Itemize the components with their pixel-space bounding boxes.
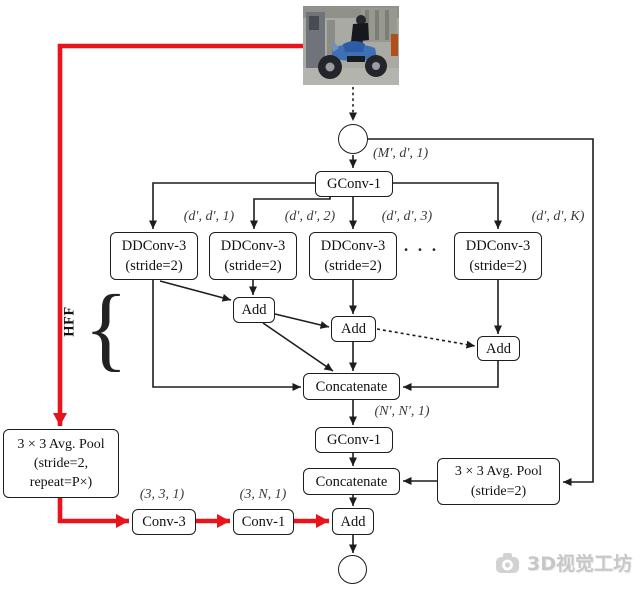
concat-top-label: Concatenate [315,378,388,395]
ddconv-box-4: DDConv-3 (stride=2) [454,232,542,280]
edge-label-branch1: (d′, d′, 1) [183,209,235,224]
edge-label-conv1-in: (3, N, 1) [239,487,287,502]
gconv-top-label: GConv-1 [327,176,381,192]
hff-brace: { [84,275,129,381]
ddconv-3-line2: (stride=2) [324,258,382,274]
add-box-2: Add [331,316,376,342]
watermark-logo-icon [496,552,519,573]
edge-label-branchK: (d′, d′, K) [531,209,585,224]
avgpool-right-line1: 3 × 3 Avg. Pool [454,464,543,480]
conv1-box: Conv-1 [233,509,294,535]
add-4-label: Add [340,513,366,530]
watermark-text: 3D视觉工坊 [527,553,632,575]
ddconv-2-line1: DDConv-3 [220,238,286,254]
ddconv-3-line1: DDConv-3 [320,238,386,254]
add-box-1: Add [233,297,275,323]
concatenate-bottom-box: Concatenate [303,468,400,495]
input-junction-circle [338,124,368,154]
conv3-box: Conv-3 [132,509,196,535]
ddconv-4-line1: DDConv-3 [465,238,531,254]
ddconv-1-line1: DDConv-3 [121,238,187,254]
ddconv-1-line2: (stride=2) [125,258,183,274]
branch-ellipsis: · · · [403,240,439,259]
gconv-top-box: GConv-1 [315,171,393,197]
avgpool-left-line2: (stride=2, [33,455,89,471]
add-box-4: Add [332,508,374,535]
avgpool-right-line2: (stride=2) [470,483,527,499]
edge-label-concat-out: (N′, N′, 1) [374,404,430,419]
concatenate-top-box: Concatenate [303,373,400,400]
input-photo [303,6,399,85]
gconv-mid-label: GConv-1 [327,432,381,448]
ddconv-4-line2: (stride=2) [469,258,527,274]
edge-label-branch3: (d′, d′, 3) [381,209,433,224]
output-circle [338,555,367,584]
concat-bottom-label: Concatenate [315,473,388,490]
watermark: 3D视觉工坊 [494,549,632,576]
avgpool-right-box: 3 × 3 Avg. Pool (stride=2) [437,458,560,505]
edge-label-branch2: (d′, d′, 2) [284,209,336,224]
hff-label: HFF [61,306,78,337]
conv1-label: Conv-1 [241,514,286,530]
add-1-label: Add [241,302,267,318]
edge-label-conv3-in: (3, 3, 1) [139,487,185,502]
avgpool-left-line3: repeat=P×) [29,475,93,491]
ddconv-2-line2: (stride=2) [224,258,282,274]
ddconv-box-3: DDConv-3 (stride=2) [309,232,397,280]
edge-label-input: (M′, d′, 1) [373,146,429,161]
gconv-mid-box: GConv-1 [315,427,393,453]
add-box-3: Add [477,336,520,361]
avgpool-left-box: 3 × 3 Avg. Pool (stride=2, repeat=P×) [3,429,119,498]
conv3-label: Conv-3 [142,514,186,530]
ddconv-box-1: DDConv-3 (stride=2) [110,232,198,280]
avgpool-left-line1: 3 × 3 Avg. Pool [17,436,105,452]
add-2-label: Add [341,321,366,337]
ddconv-box-2: DDConv-3 (stride=2) [209,232,297,280]
add-3-label: Add [486,340,511,357]
